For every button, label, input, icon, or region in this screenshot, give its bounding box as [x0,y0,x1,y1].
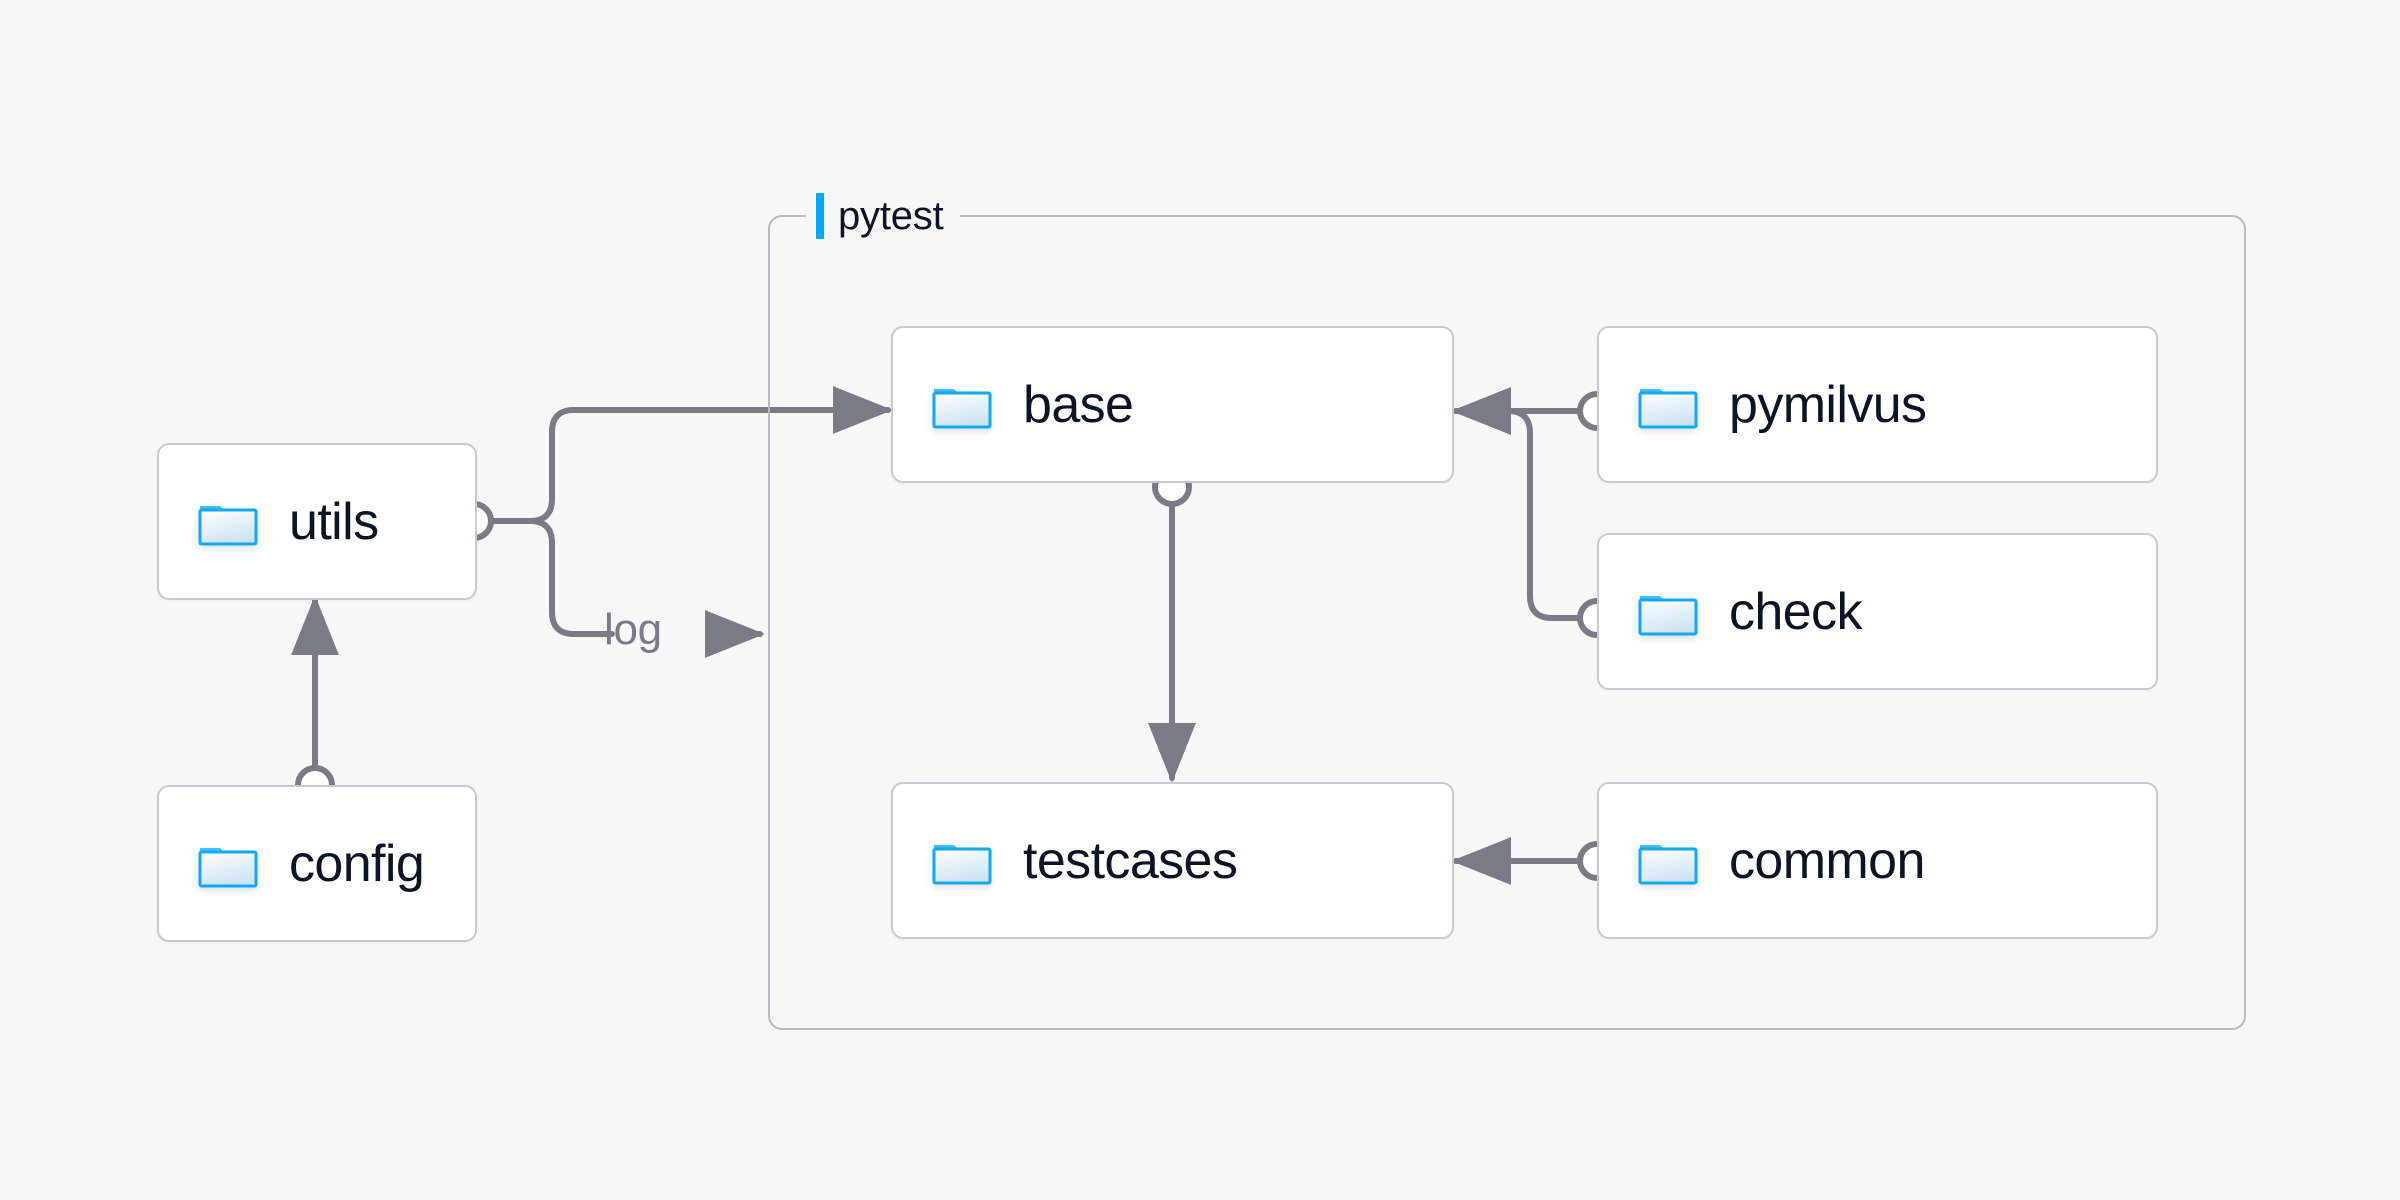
folder-icon [932,388,992,428]
node-pymilvus[interactable]: pymilvus [1597,326,2158,483]
node-testcases-label: testcases [1023,831,1238,890]
folder-icon [1638,388,1698,428]
folder-icon [932,844,992,884]
group-pytest[interactable] [768,215,2246,1030]
edge-label-log: log [604,605,662,654]
node-base-label: base [1023,375,1134,434]
node-base[interactable]: base [891,326,1454,483]
node-check[interactable]: check [1597,533,2158,690]
node-testcases[interactable]: testcases [891,782,1454,939]
group-pytest-label: pytest [806,190,960,242]
edge-utils-log [527,518,615,637]
node-common-label: common [1729,831,1925,890]
accent-bar-icon [816,193,824,239]
folder-icon [1638,595,1698,635]
node-utils-label: utils [289,492,379,551]
group-pytest-label-text: pytest [838,194,944,238]
node-check-label: check [1729,582,1862,641]
node-config[interactable]: config [157,785,477,942]
folder-icon [198,847,258,887]
folder-icon [1638,844,1698,884]
node-config-label: config [289,834,425,893]
node-common[interactable]: common [1597,782,2158,939]
node-utils[interactable]: utils [157,443,477,600]
node-pymilvus-label: pymilvus [1729,375,1927,434]
folder-icon [198,505,258,545]
